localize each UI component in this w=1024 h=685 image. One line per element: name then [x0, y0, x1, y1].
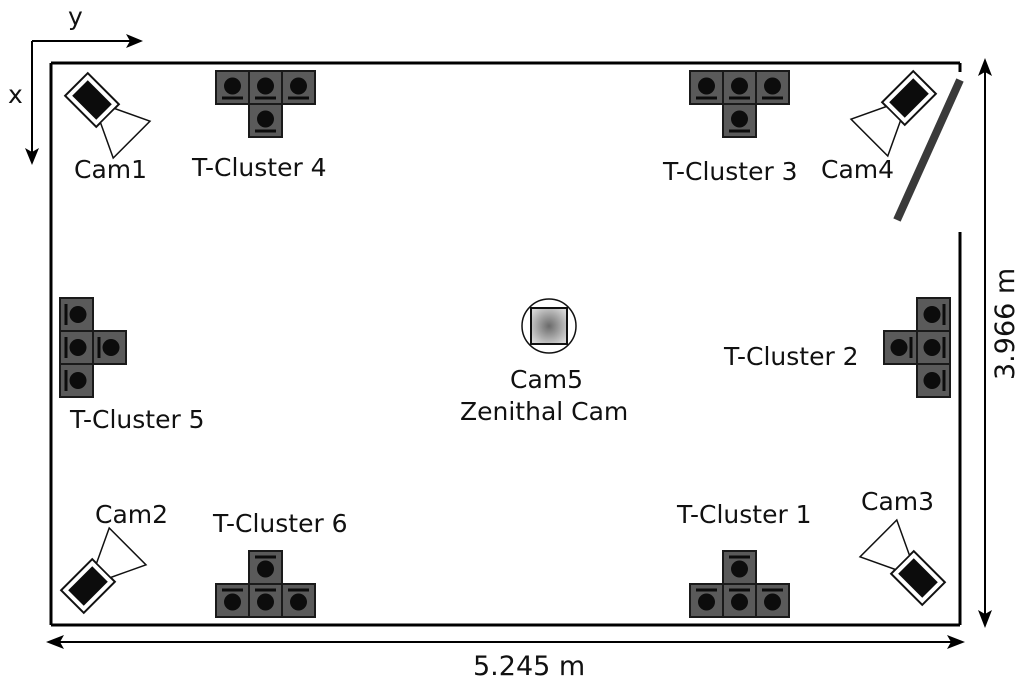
t-cluster-2	[882, 296, 952, 399]
height-dimension-label: 3.966 m	[990, 268, 1021, 380]
cam5-label: Cam5	[510, 365, 583, 394]
cam3-icon	[859, 519, 953, 613]
t-cluster-3	[688, 69, 791, 139]
t-cluster-4	[214, 69, 317, 139]
cam2-icon	[53, 527, 147, 621]
t-cluster-4-label: T-Cluster 4	[191, 153, 327, 182]
t-cluster-1	[688, 549, 791, 619]
cam4-label: Cam4	[821, 155, 894, 184]
t-cluster-5-label: T-Cluster 5	[69, 405, 205, 434]
t-cluster-2-label: T-Cluster 2	[723, 342, 859, 371]
t-cluster-5	[58, 296, 128, 399]
t-cluster-1-label: T-Cluster 1	[676, 500, 812, 529]
cam2-label: Cam2	[95, 500, 168, 529]
x-axis-label: x	[8, 80, 23, 109]
y-axis-label: y	[68, 2, 83, 31]
room-outline	[49, 61, 962, 627]
height-dimension-arrow	[978, 58, 992, 628]
width-dimension-label: 5.245 m	[473, 651, 585, 682]
cam1-icon	[57, 65, 151, 159]
axes-indicator	[25, 34, 143, 165]
door	[893, 78, 964, 222]
zenithal-cam-icon	[521, 298, 577, 354]
cam1-label: Cam1	[74, 155, 147, 184]
t-cluster-3-label: T-Cluster 3	[662, 157, 798, 186]
cam3-label: Cam3	[861, 487, 934, 516]
t-cluster-6-label: T-Cluster 6	[212, 509, 348, 538]
cam5-sublabel: Zenithal Cam	[460, 397, 628, 426]
t-cluster-6	[214, 549, 317, 619]
width-dimension-arrow	[46, 635, 965, 649]
